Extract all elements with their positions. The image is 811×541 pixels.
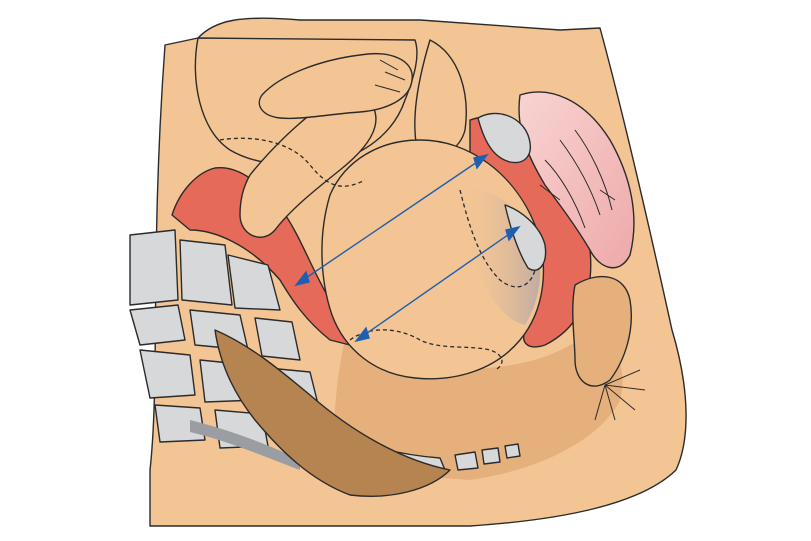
bladder [518,91,635,269]
hidden-limb-outline [219,137,366,187]
head-dashed-contour [459,189,536,288]
rectum [214,329,451,497]
pelvic-inlet-bone [504,204,547,271]
fetal-fingers [374,59,406,93]
cervix [477,112,531,164]
arrowhead [354,326,370,343]
bladder-folds [539,129,616,229]
diameter-arrows [294,153,521,343]
pubic-region [572,275,632,387]
arrowhead [505,225,521,242]
obstetric-conjugate-arrow [359,229,516,339]
face-dashed-contour [349,329,503,371]
true-conjugate-arrow [299,157,484,283]
fetal-hand [258,53,413,120]
arrowhead [294,270,310,287]
arrowhead [473,153,489,170]
perineal-lines [594,369,646,421]
